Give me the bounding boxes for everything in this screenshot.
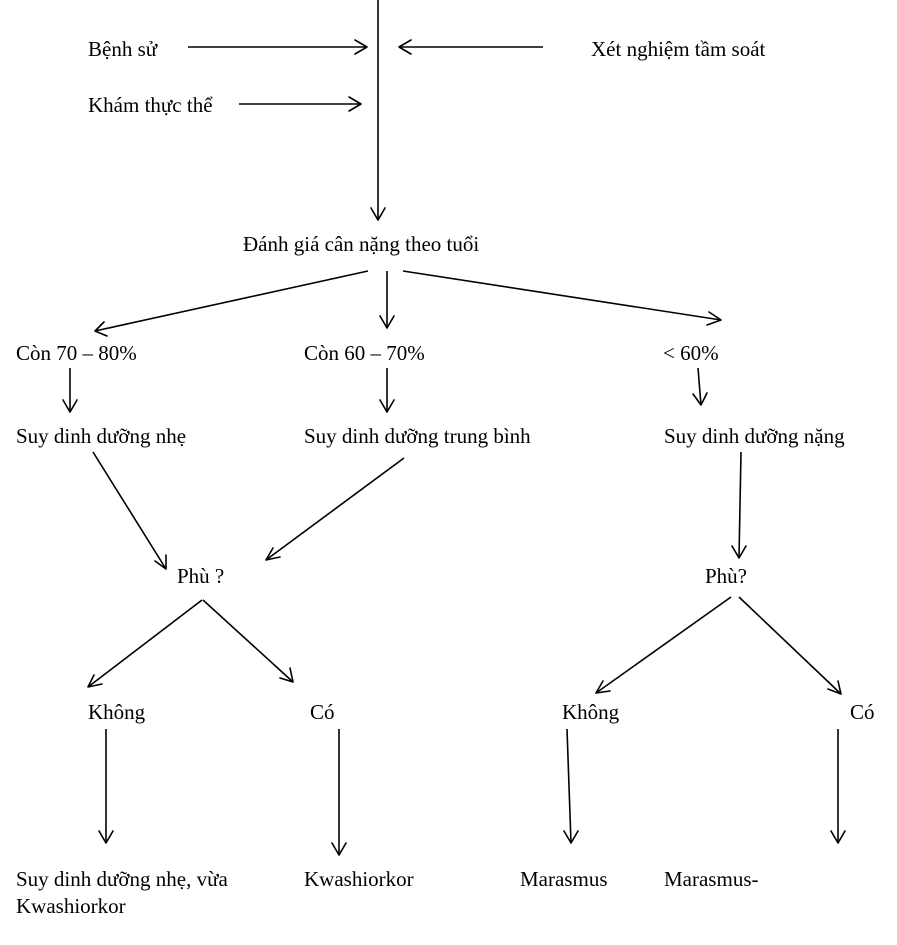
arrow-severe — [697, 367, 702, 406]
answer-left-no: Không — [88, 700, 146, 724]
severity-mild: Suy dinh dưỡng nhẹ — [16, 424, 187, 448]
arrow-to-mild-range — [94, 270, 369, 332]
arrow-right-no — [595, 596, 732, 694]
severity-severe: Suy dinh dưỡng nặng — [664, 424, 845, 448]
outcome-marasmus: Marasmus — [520, 867, 608, 891]
severity-moderate: Suy dinh dưỡng trung bình — [304, 424, 531, 448]
outcome-marasmus-kwashiorkor: Marasmus- — [664, 867, 759, 891]
edema-question-left: Phù ? — [177, 564, 225, 588]
history-label: Bệnh sử — [88, 37, 158, 61]
outcome-mild-moderate-kwashiorkor: Suy dinh dưỡng nhẹ, vừa Kwashiorkor — [16, 866, 228, 920]
answer-right-yes: Có — [850, 700, 875, 724]
arrow-left-no — [87, 599, 203, 688]
arrow-severe-to-edema — [738, 451, 742, 559]
arrow-moderate-to-edema — [265, 457, 405, 561]
outcome-left-no-line2: Kwashiorkor — [16, 894, 126, 918]
screening-label: Xét nghiệm tầm soát — [591, 37, 766, 61]
arrow-left-yes — [202, 599, 294, 683]
range-moderate: Còn 60 – 70% — [304, 341, 425, 365]
arrow-mild-to-edema — [92, 451, 167, 570]
edema-question-right: Phù? — [705, 564, 747, 588]
physical-exam-label: Khám thực thể — [88, 93, 213, 117]
range-mild: Còn 70 – 80% — [16, 341, 137, 365]
range-severe: < 60% — [663, 341, 719, 365]
arrow-right-yes — [738, 596, 842, 695]
answer-left-yes: Có — [310, 700, 335, 724]
weight-for-age-assessment: Đánh giá cân nặng theo tuổi — [243, 232, 480, 256]
arrow-to-severe-range — [402, 270, 722, 321]
outcome-kwashiorkor: Kwashiorkor — [304, 867, 414, 891]
outcome-left-no-line1: Suy dinh dưỡng nhẹ, vừa — [16, 867, 228, 891]
answer-right-no: Không — [562, 700, 620, 724]
arrow-right-no-outcome — [566, 728, 572, 844]
trunk-arrowhead — [370, 207, 386, 221]
